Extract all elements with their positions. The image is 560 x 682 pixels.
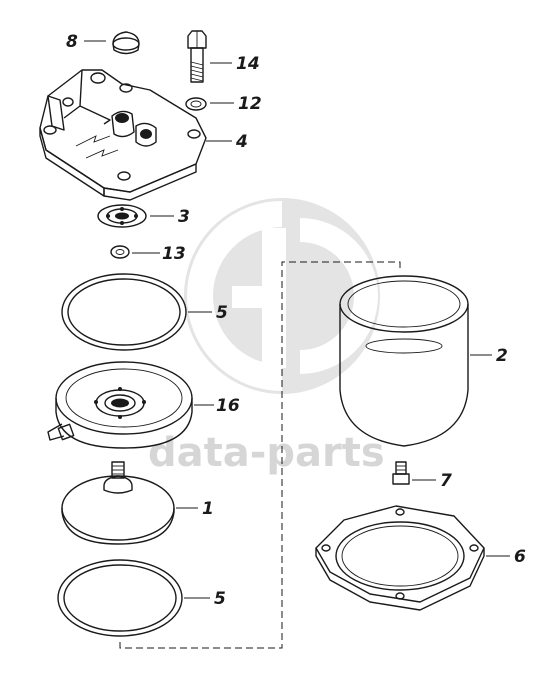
part-bolt (187, 30, 207, 83)
callout-3: 3 (178, 207, 190, 227)
part-clamp-ring (315, 505, 485, 611)
part-filter-head (39, 69, 207, 201)
assembly-boundary (119, 261, 401, 649)
leader-lines (84, 40, 510, 599)
part-drain-plug (392, 461, 410, 485)
callout-8: 8 (66, 32, 78, 52)
callout-16: 16 (216, 396, 240, 416)
callout-7: 7 (440, 471, 452, 491)
callout-2: 2 (496, 346, 508, 366)
part-o-ring-upper (61, 273, 187, 351)
part-cap (112, 31, 140, 55)
watermark-text: data-parts (148, 430, 385, 476)
callout-6: 6 (514, 547, 526, 567)
part-o-ring-lower (57, 559, 183, 637)
callout-14: 14 (236, 54, 260, 74)
callout-5-upper: 5 (216, 303, 228, 323)
callout-1: 1 (202, 499, 214, 519)
part-filter-element (61, 461, 175, 545)
callout-13: 13 (162, 244, 186, 264)
part-bowl-lid (47, 361, 193, 449)
part-glass-bowl (339, 275, 469, 447)
part-seal-disc (97, 204, 147, 228)
callout-12: 12 (238, 94, 262, 114)
part-lock-washer-top (185, 97, 207, 111)
callout-5-lower: 5 (214, 589, 226, 609)
part-lock-washer-bottom (110, 245, 130, 259)
callout-4: 4 (235, 132, 248, 152)
